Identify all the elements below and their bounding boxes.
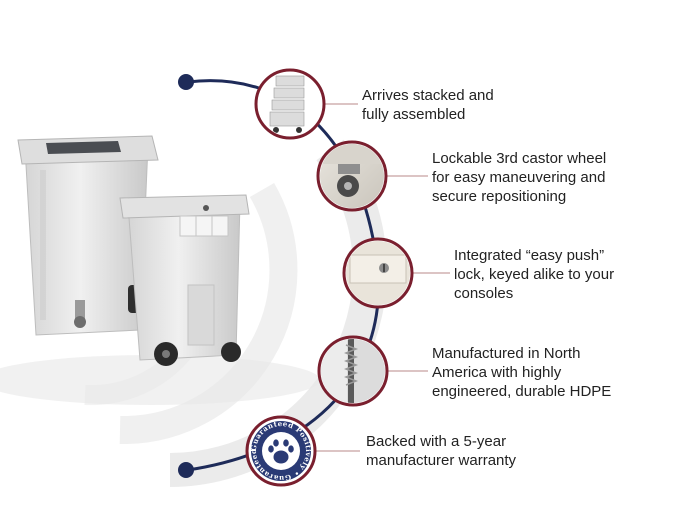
- stacked-bins-icon: [258, 72, 322, 136]
- leader-lines: [313, 103, 450, 452]
- push-lock-icon: [346, 241, 410, 305]
- large-shred-bin-image: [17, 135, 159, 336]
- small-shred-bin-image: [119, 194, 250, 366]
- feature-circle-hdpe: [317, 335, 389, 407]
- connector-end-dot-top: [178, 74, 194, 90]
- feature-text-castor: Lockable 3rd castor wheel for easy maneu…: [432, 150, 607, 205]
- feature-circle-castor: [316, 140, 388, 212]
- feature-text-stacked: Arrives stacked and fully assembled: [362, 87, 494, 123]
- feature-text-hdpe: Manufactured in North America with highl…: [432, 345, 612, 400]
- connector-end-dot-bottom: [178, 462, 194, 478]
- feature-circle-stacked: [254, 68, 326, 140]
- feature-text-warranty: Backed with a 5-year manufacturer warran…: [366, 433, 517, 469]
- feature-text-lock: Integrated “easy push” lock, keyed alike…: [454, 247, 615, 302]
- feature-circle-lock: [342, 237, 414, 309]
- castor-wheel-icon: [320, 144, 384, 208]
